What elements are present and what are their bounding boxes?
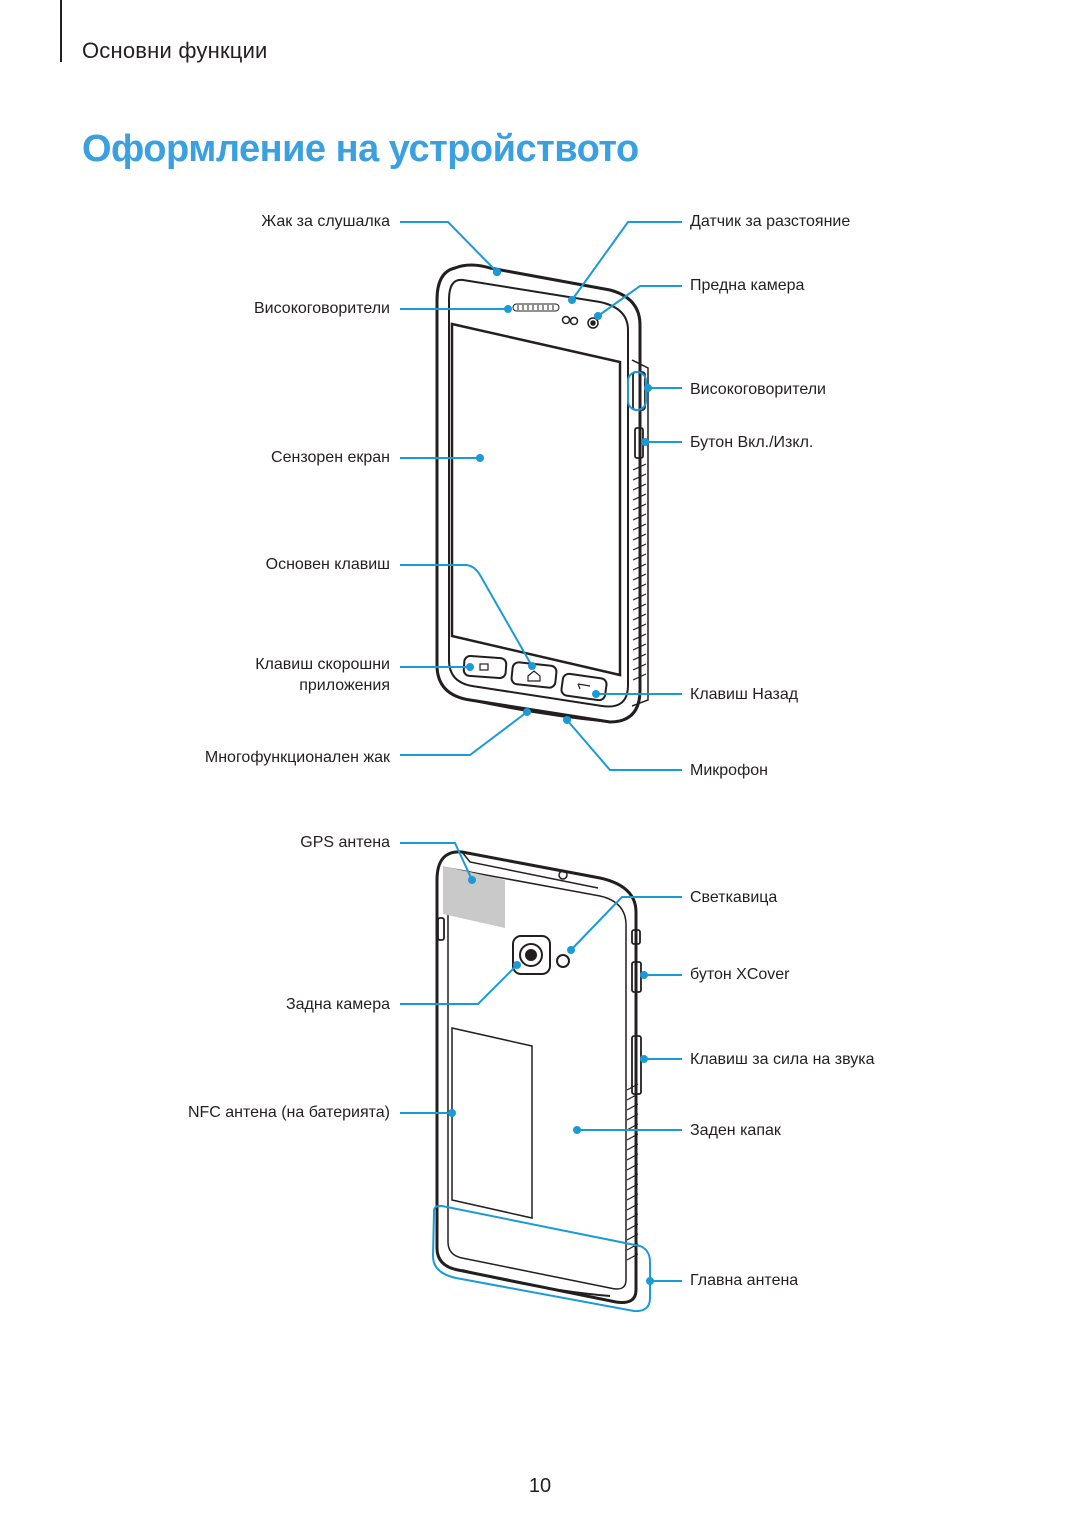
page-title: Оформление на устройството — [82, 128, 639, 170]
front-side-ridges — [632, 463, 647, 681]
label-back-cover: Заден капак — [690, 1122, 781, 1139]
front-bottom — [469, 268, 611, 723]
page-number: 10 — [528, 1475, 552, 1497]
back-side-buttons — [437, 917, 642, 1095]
label-nfc-antenna: NFC антена (на батерията) — [187, 1104, 390, 1121]
nav-keys — [462, 654, 608, 702]
front-device — [435, 263, 649, 724]
label-microphone: Микрофон — [690, 762, 768, 779]
front-callout-dots — [466, 268, 652, 724]
gps-antenna-area — [443, 866, 505, 928]
rear-camera-module — [512, 935, 570, 975]
label-rear-camera: Задна камера — [285, 996, 390, 1013]
label-flash: Светкавица — [690, 889, 778, 906]
label-front-camera: Предна камера — [690, 277, 805, 294]
label-home-key: Основен клавиш — [265, 556, 390, 573]
header-rule — [60, 0, 62, 62]
front-sensors — [561, 315, 599, 329]
label-headset-jack: Жак за слушалка — [261, 213, 390, 230]
label-proximity-sensor: Датчик за разстояние — [690, 213, 851, 230]
label-speaker-top: Високоговорители — [254, 300, 390, 317]
label-volume-key: Клавиш за сила на звука — [690, 1051, 875, 1068]
front-callouts — [400, 221, 682, 771]
label-speaker-side: Високоговорители — [690, 381, 826, 398]
back-callout-dots — [448, 876, 654, 1285]
label-touchscreen: Сензорен екран — [271, 449, 390, 466]
back-side-ridges — [626, 1083, 639, 1261]
label-recent-apps-line1: Клавиш скорошни — [255, 656, 390, 673]
nfc-antenna-outline — [451, 1027, 533, 1219]
label-back-key: Клавиш Назад — [690, 686, 799, 703]
earpiece-grille — [512, 303, 560, 312]
label-gps-antenna: GPS антена — [300, 834, 390, 851]
label-multipurpose-jack: Многофункционален жак — [204, 749, 390, 766]
label-xcover-button: бутон XCover — [690, 966, 790, 983]
label-power-button: Бутон Вкл./Изкл. — [690, 434, 814, 451]
section-title: Основни функции — [82, 38, 268, 63]
back-callouts — [400, 842, 682, 1313]
label-recent-apps-line2: приложения — [299, 677, 390, 694]
back-device — [435, 850, 638, 1304]
label-main-antenna: Главна антена — [690, 1272, 799, 1289]
